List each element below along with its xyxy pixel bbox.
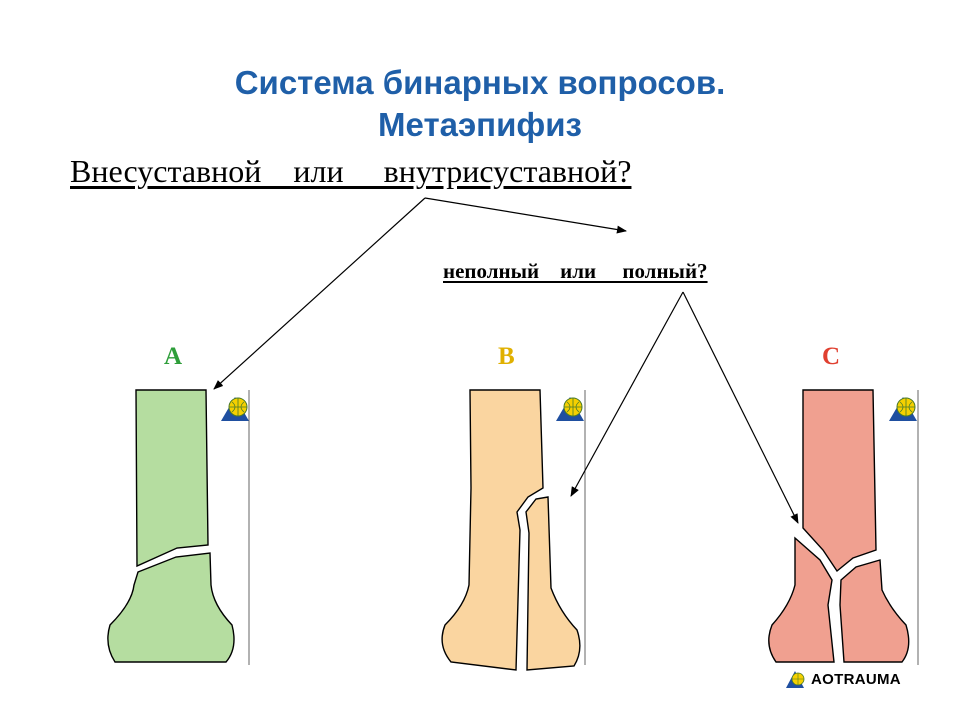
bone-b-main bbox=[441, 389, 544, 671]
question-partial-complete: неполный или полный? bbox=[443, 259, 708, 283]
bone-b-fragment bbox=[525, 496, 581, 671]
arrow-to-sub-question bbox=[424, 197, 627, 234]
bone-c-fragment-left bbox=[768, 536, 835, 663]
arrow-to-b bbox=[570, 291, 684, 497]
aotrauma-logo: AOTRAUMA bbox=[786, 668, 901, 690]
bone-c-fragment-right bbox=[839, 559, 910, 663]
aotrauma-logo-text: AOTRAUMA bbox=[811, 670, 901, 688]
arrow-to-c bbox=[682, 291, 799, 524]
bone-c bbox=[768, 389, 919, 665]
arrows bbox=[213, 197, 799, 524]
bone-a bbox=[107, 389, 250, 665]
ao-globe-icon-a bbox=[220, 396, 250, 422]
title-line-2: Метаэпифиз bbox=[378, 106, 582, 143]
question-extra-intra-articular: Внесуставной или внутрисуставной? bbox=[70, 153, 632, 189]
label-c: C bbox=[822, 343, 841, 370]
ao-globe-icon-b bbox=[555, 396, 585, 422]
bone-a-shaft bbox=[135, 389, 209, 568]
bone-a-distal bbox=[107, 552, 235, 663]
slide-title: Система бинарных вопросов. Метаэпифиз bbox=[100, 62, 860, 146]
aotrauma-logo-icon bbox=[786, 671, 805, 688]
title-line-1: Система бинарных вопросов. bbox=[234, 64, 726, 101]
ao-globe-icon-c bbox=[888, 396, 918, 422]
bone-c-shaft bbox=[802, 389, 877, 573]
label-b: B bbox=[498, 343, 515, 370]
bone-b bbox=[441, 389, 586, 671]
label-a: A bbox=[164, 343, 183, 370]
arrow-to-a bbox=[213, 197, 426, 390]
